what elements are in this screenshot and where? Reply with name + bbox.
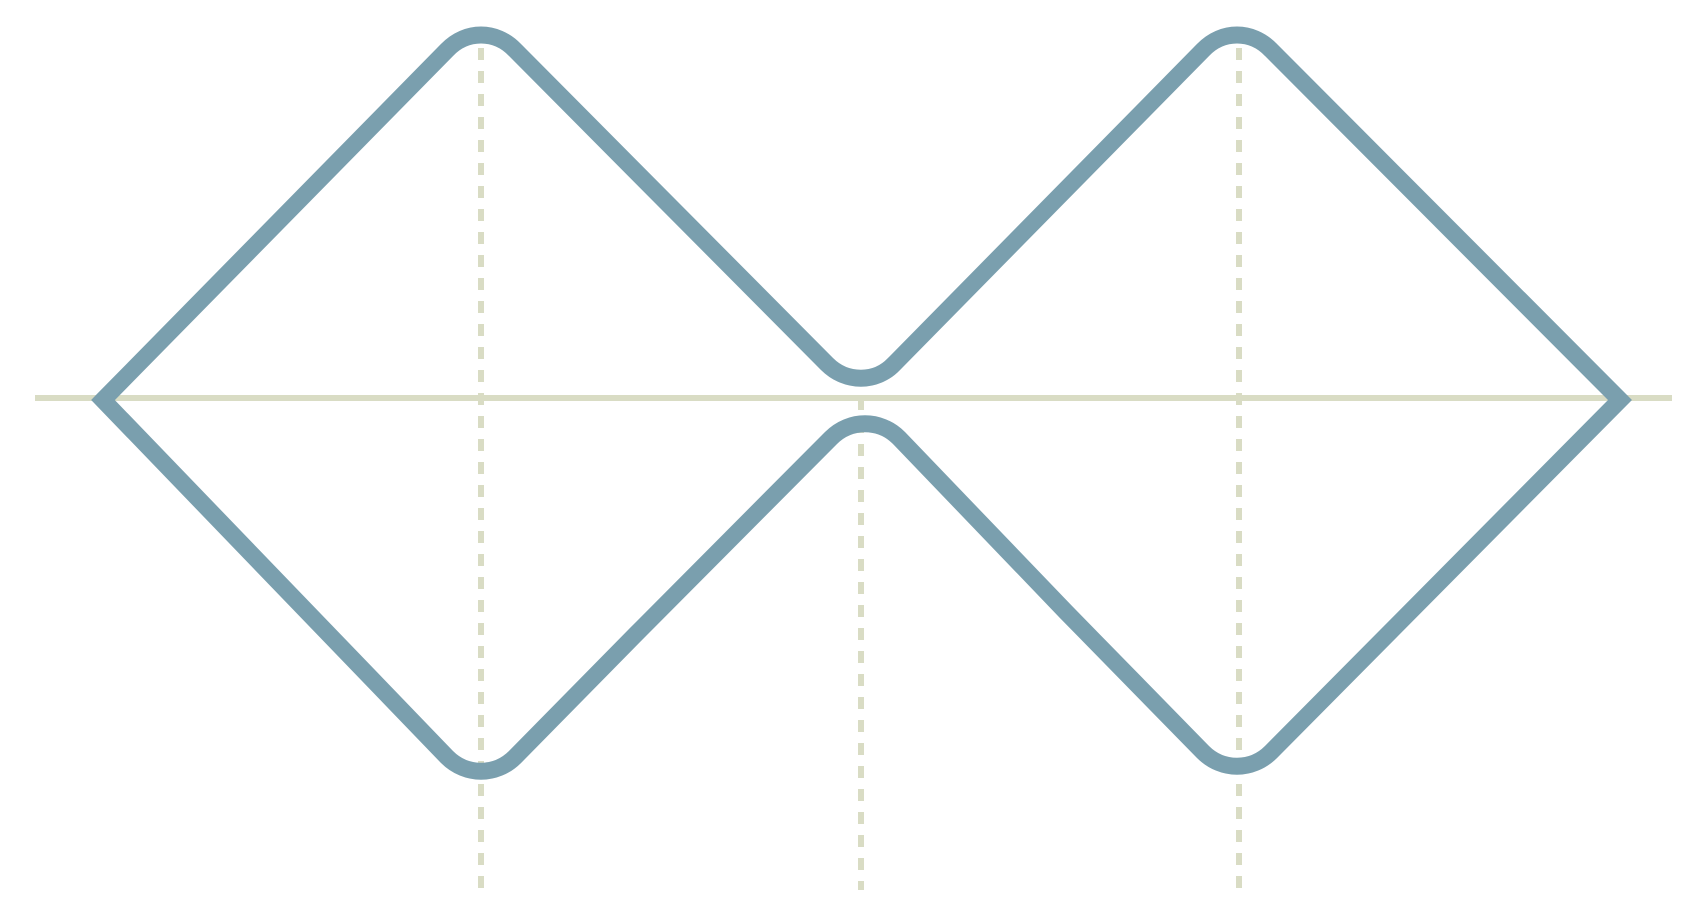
zigzag-outline-shape [91,26,1632,780]
